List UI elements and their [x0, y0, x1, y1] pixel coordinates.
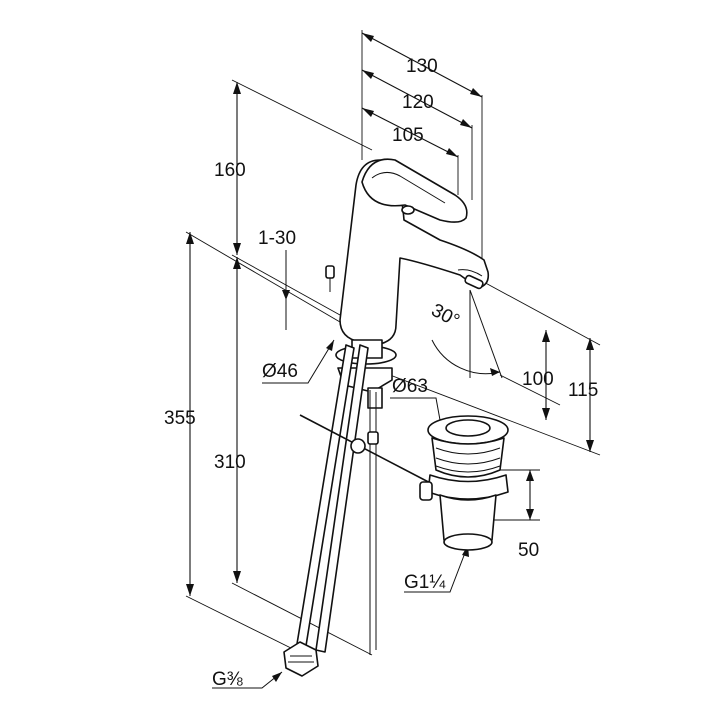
label-1-30: 1-30: [258, 228, 296, 249]
label-50: 50: [518, 540, 539, 561]
drain: [419, 415, 509, 551]
dimension-labels: 130 120 105 160 1-30 30° Ø46 Ø63 100 115…: [164, 56, 598, 690]
label-diameter-46: Ø46: [262, 361, 298, 382]
label-115: 115: [568, 380, 598, 401]
label-105: 105: [392, 125, 424, 146]
label-355: 355: [164, 408, 196, 429]
label-310: 310: [214, 452, 246, 473]
label-diameter-63: Ø63: [392, 376, 428, 397]
hose-nut: [283, 641, 319, 677]
label-g3-8: G⅜: [212, 669, 243, 690]
label-130: 130: [406, 56, 438, 77]
label-g1-quarter: G1¼: [404, 572, 446, 593]
label-120: 120: [402, 92, 434, 113]
label-100: 100: [522, 369, 554, 390]
dimension-lines: [186, 32, 594, 689]
label-30-degrees: 30°: [428, 300, 463, 332]
faucet: [283, 158, 490, 677]
label-160: 160: [214, 160, 246, 181]
lever-handle: [361, 158, 468, 223]
